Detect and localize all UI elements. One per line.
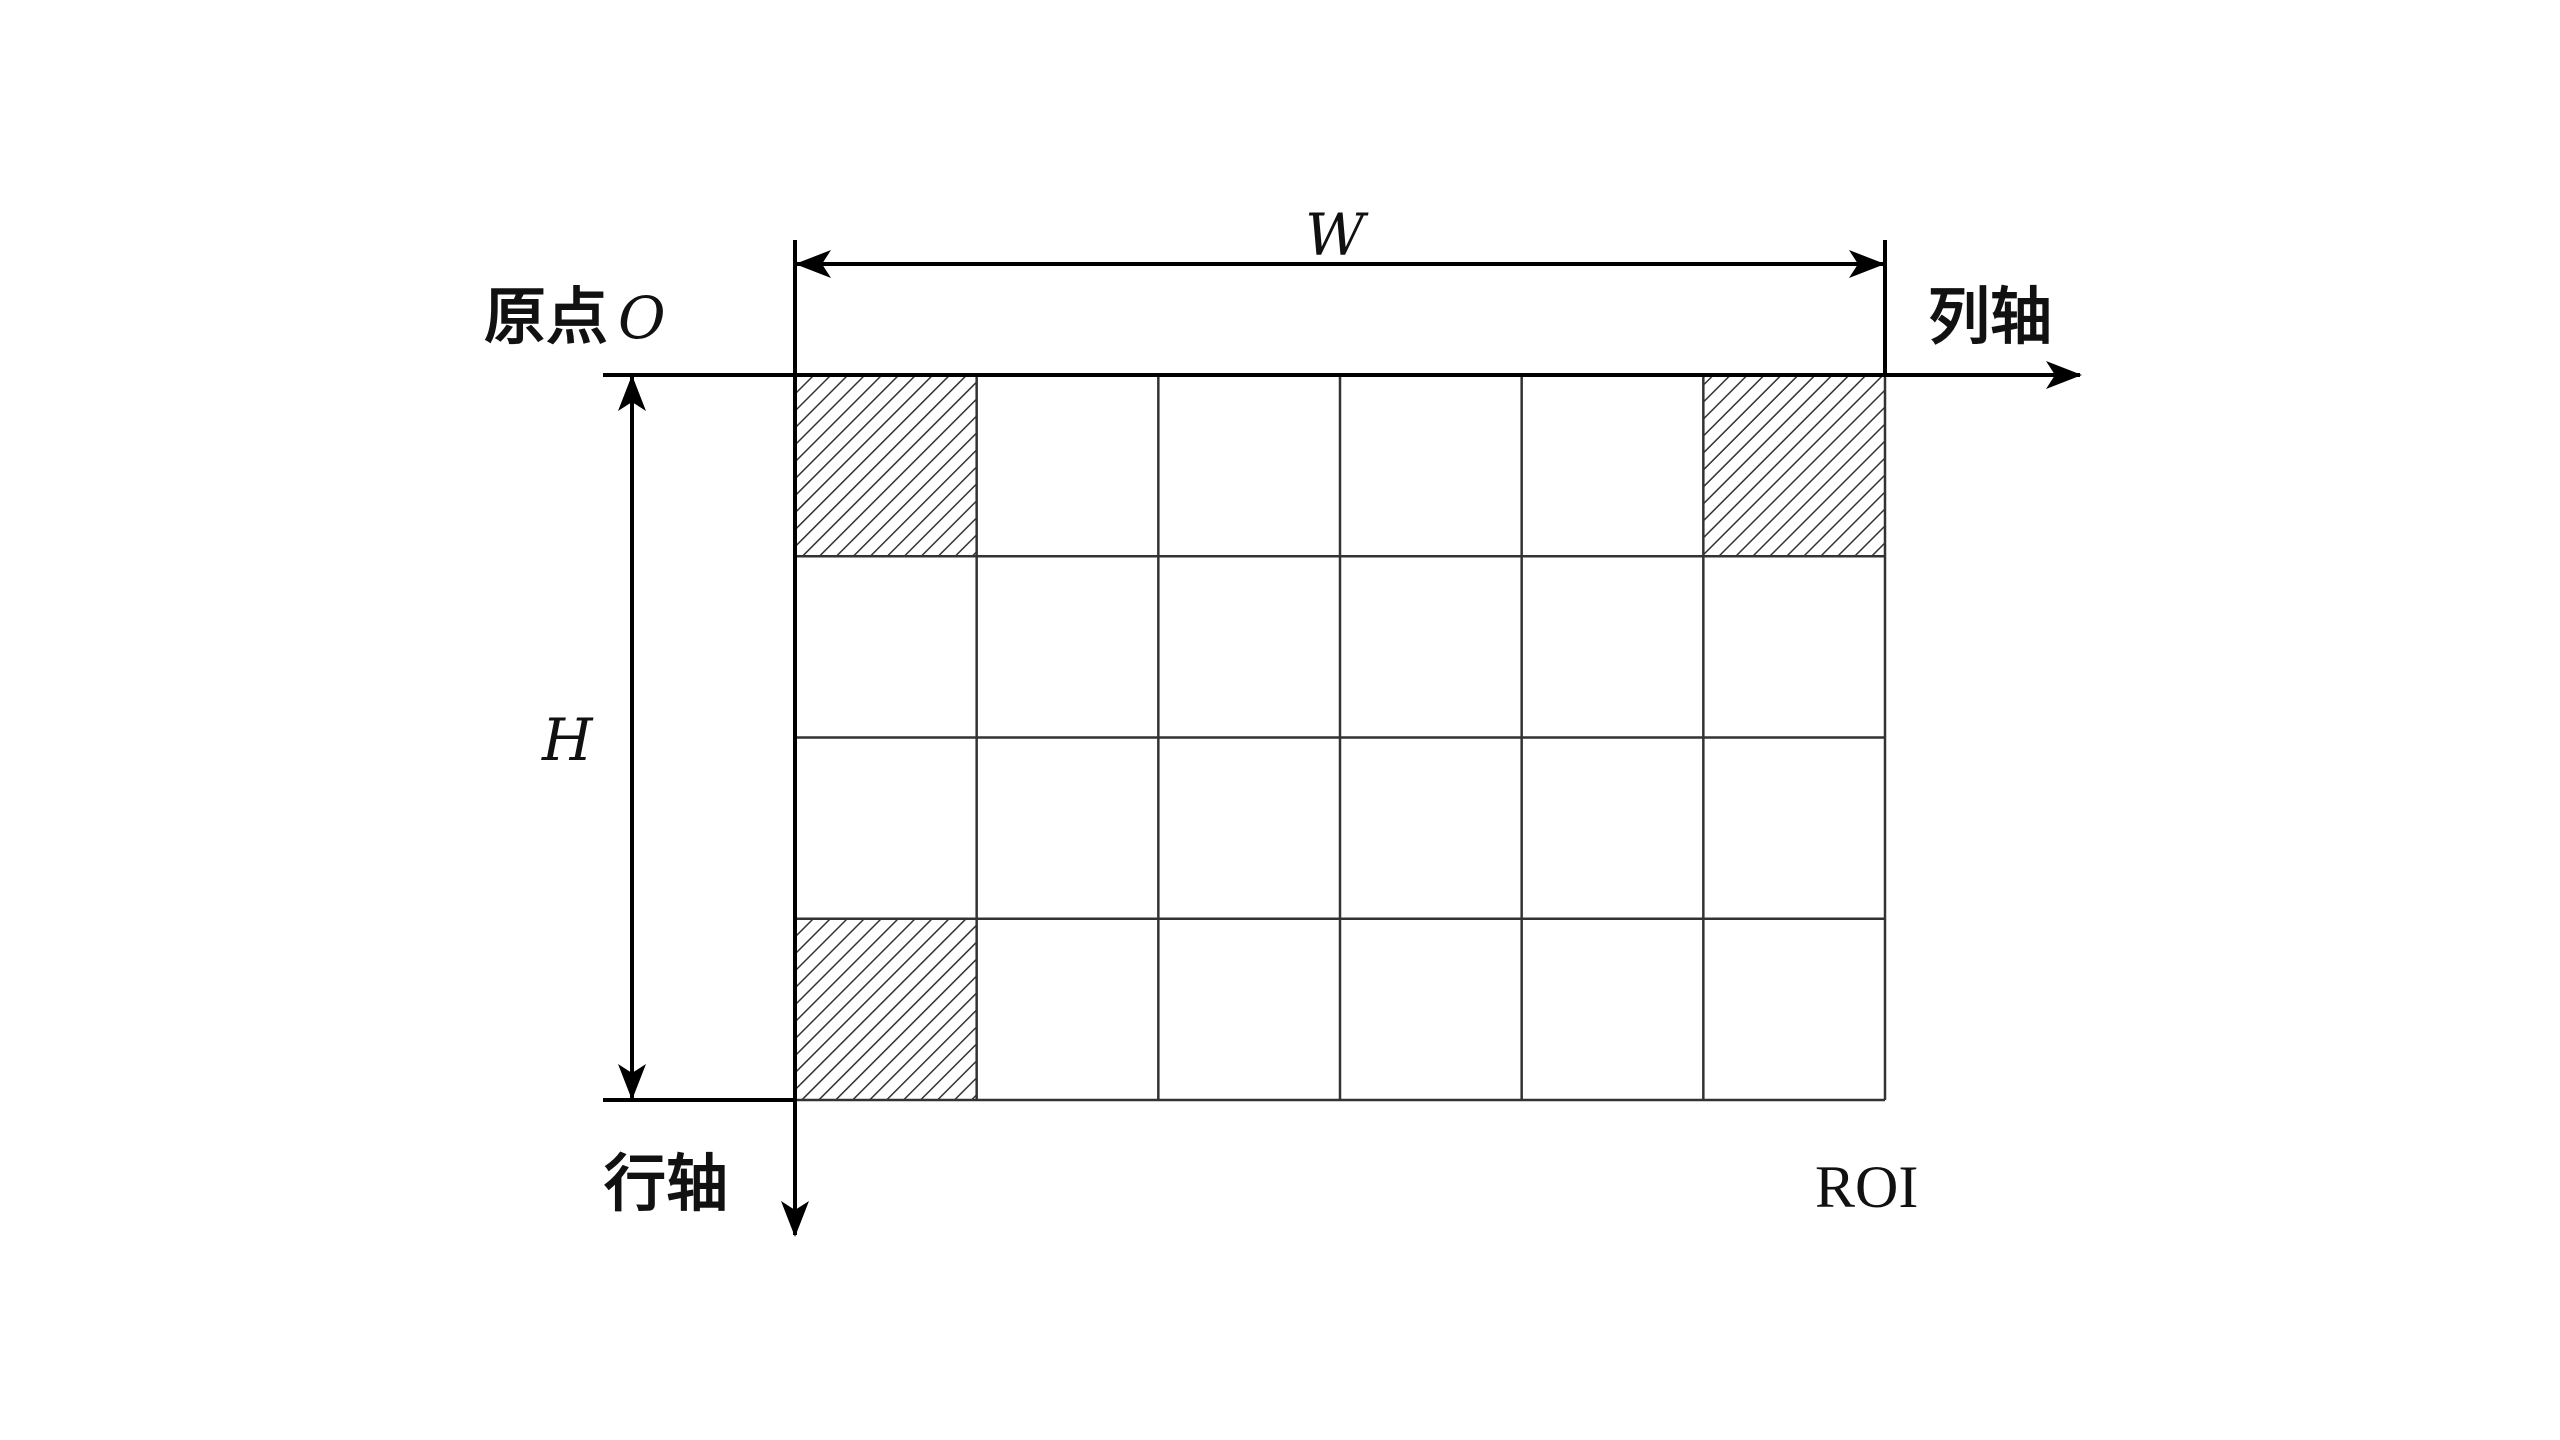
row-axis-label: 行轴	[604, 1147, 728, 1220]
width-label: W	[1305, 201, 1369, 269]
hatched-cell	[795, 918, 977, 1100]
hatched-cell	[795, 375, 977, 557]
roi-label: ROI	[1815, 1154, 1918, 1220]
column-axis-label: 列轴	[1928, 280, 2052, 353]
origin-label: 原点	[484, 280, 608, 353]
height-label: H	[541, 706, 594, 774]
hatched-cell	[1703, 375, 1885, 557]
roi-grid	[795, 375, 1887, 1102]
origin-symbol: O	[618, 284, 666, 352]
